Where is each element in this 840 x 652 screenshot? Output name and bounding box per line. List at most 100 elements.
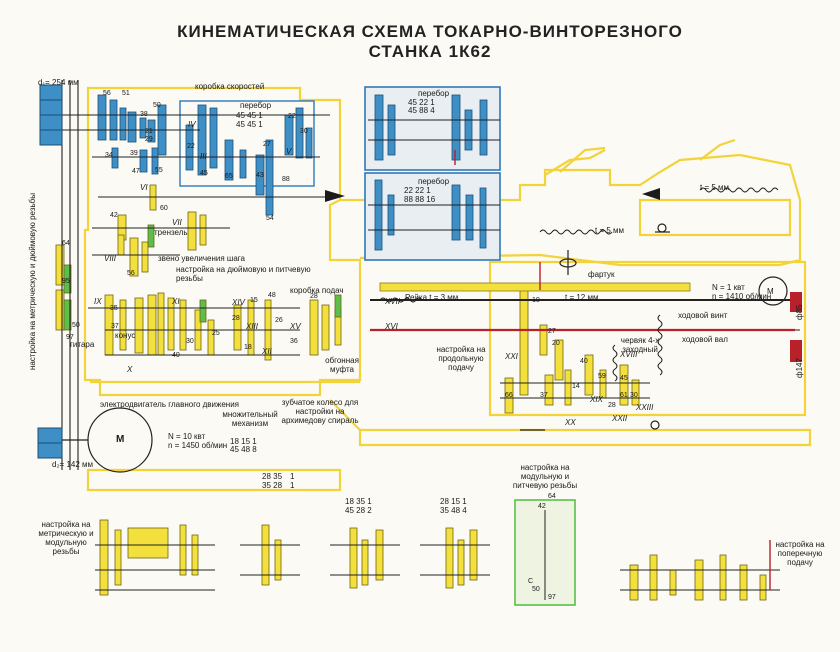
- gear: [669, 569, 677, 596]
- gear-number: 61: [620, 392, 628, 399]
- gear-number: 95: [62, 278, 70, 285]
- gear: [199, 214, 207, 246]
- gear-number: 64: [548, 493, 556, 500]
- gear-number: 45: [200, 170, 208, 177]
- gear: [179, 299, 187, 351]
- multiplier-ratio-1: 18 15 1: [230, 437, 257, 446]
- gear-number: 66: [505, 392, 513, 399]
- gear: [305, 127, 313, 159]
- gear-number: 40: [172, 352, 180, 359]
- gear: [321, 304, 330, 351]
- gear-number: 27: [548, 328, 556, 335]
- shaft-label: XVII: [385, 297, 401, 306]
- gear-number: 60: [160, 205, 168, 212]
- gear-number: 50: [532, 586, 540, 593]
- gear: [451, 184, 461, 241]
- gear: [191, 534, 199, 576]
- gear-number: 20: [552, 340, 560, 347]
- gear: [157, 292, 165, 356]
- bottom-ratio2-row2: 45 28 2: [345, 506, 372, 515]
- gear: [361, 539, 369, 586]
- gear: [185, 124, 194, 171]
- phi147-label: ф147: [795, 358, 804, 378]
- gear: [63, 299, 72, 331]
- apron-label: фартук: [588, 270, 615, 279]
- gear: [139, 117, 147, 139]
- feed-motor-symbol: M: [767, 287, 774, 296]
- gear-number: 22: [187, 143, 195, 150]
- gear-number: 50: [153, 102, 161, 109]
- screw-t5-label: t = 5 мм: [595, 226, 625, 235]
- gear: [197, 104, 207, 176]
- gear: [445, 527, 454, 589]
- gear-number: 54: [266, 215, 274, 222]
- gear: [109, 99, 118, 141]
- setup-modular-pitch-label: настройка на модульную и питчевую резьбы: [512, 463, 578, 490]
- step-link-label: звено увеличения шага: [158, 254, 245, 263]
- gear-number: 97: [548, 594, 556, 601]
- gear: [63, 264, 72, 294]
- gear: [649, 554, 658, 601]
- gear: [504, 377, 514, 414]
- gear: [129, 237, 139, 277]
- gear: [55, 289, 65, 331]
- bottom-ratio2-row1: 18 35 1: [345, 497, 372, 506]
- handwheels: [520, 223, 670, 431]
- gear-number: 56: [127, 270, 135, 277]
- perebor-label: перебор: [240, 101, 272, 110]
- shaft-label: XXII: [612, 414, 628, 423]
- gear: [187, 211, 197, 251]
- cross-feed-label: настройка на поперечную подачу: [775, 540, 825, 567]
- center-tips: [325, 188, 660, 202]
- gear-number: 37: [540, 392, 548, 399]
- gear: [309, 299, 319, 356]
- gear: [375, 529, 384, 581]
- gear: [469, 529, 478, 581]
- gear: [97, 94, 107, 141]
- gitara-label: гитара: [70, 340, 95, 349]
- shaft-label: XXI: [505, 352, 518, 361]
- belt-pulleys: [37, 84, 63, 459]
- gear: [334, 294, 342, 318]
- shaft-label: XXIII: [636, 403, 654, 412]
- speed-box-frame: [179, 100, 315, 187]
- gear-number: 50: [72, 322, 80, 329]
- perebor-ratio-2: 45 45 1: [236, 120, 263, 129]
- archimedes-label: зубчатое колесо для настройки на архимед…: [281, 398, 359, 425]
- setup-metric-modular-label: настройка на метрическую и модульную рез…: [38, 520, 94, 556]
- inset2-ratio-1: 22 22 1: [404, 186, 431, 195]
- gear: [199, 299, 207, 323]
- inset1-ratio-2: 45 88 4: [408, 106, 435, 115]
- shaft-label: VII: [172, 218, 182, 227]
- gear-number: 42: [110, 212, 118, 219]
- overrun-clutch-label: обгонная муфта: [325, 356, 359, 374]
- gear: [224, 139, 234, 181]
- gear: [554, 339, 564, 381]
- konus-label: конус: [115, 331, 136, 340]
- inch-pitch-label: настройка на дюймовую и питчевую резьбы: [176, 265, 311, 283]
- gear: [141, 241, 149, 273]
- gear-number: 56: [103, 90, 111, 97]
- gear: [464, 109, 473, 151]
- gear-number: 34: [105, 152, 113, 159]
- feed-screws: [539, 187, 779, 382]
- inset2-ratio-2: 88 88 16: [404, 195, 436, 204]
- gear: [261, 524, 270, 586]
- gear: [631, 379, 640, 406]
- gear: [239, 149, 247, 179]
- gear: [147, 119, 156, 143]
- gear-number: 65: [225, 173, 233, 180]
- trenzel-label: трензель: [154, 228, 188, 237]
- gear: [119, 299, 127, 351]
- gear: [584, 354, 594, 396]
- motors: [62, 276, 788, 473]
- gear-number: 97: [66, 334, 74, 341]
- worm-label: червяк 4-х заходный: [620, 336, 660, 354]
- gear: [295, 107, 304, 159]
- gear: [167, 297, 175, 351]
- screw-t5b-label: t = 5 мм: [700, 183, 730, 192]
- shaft-label: XV: [290, 322, 301, 331]
- gear: [479, 187, 487, 249]
- gear: [374, 94, 384, 161]
